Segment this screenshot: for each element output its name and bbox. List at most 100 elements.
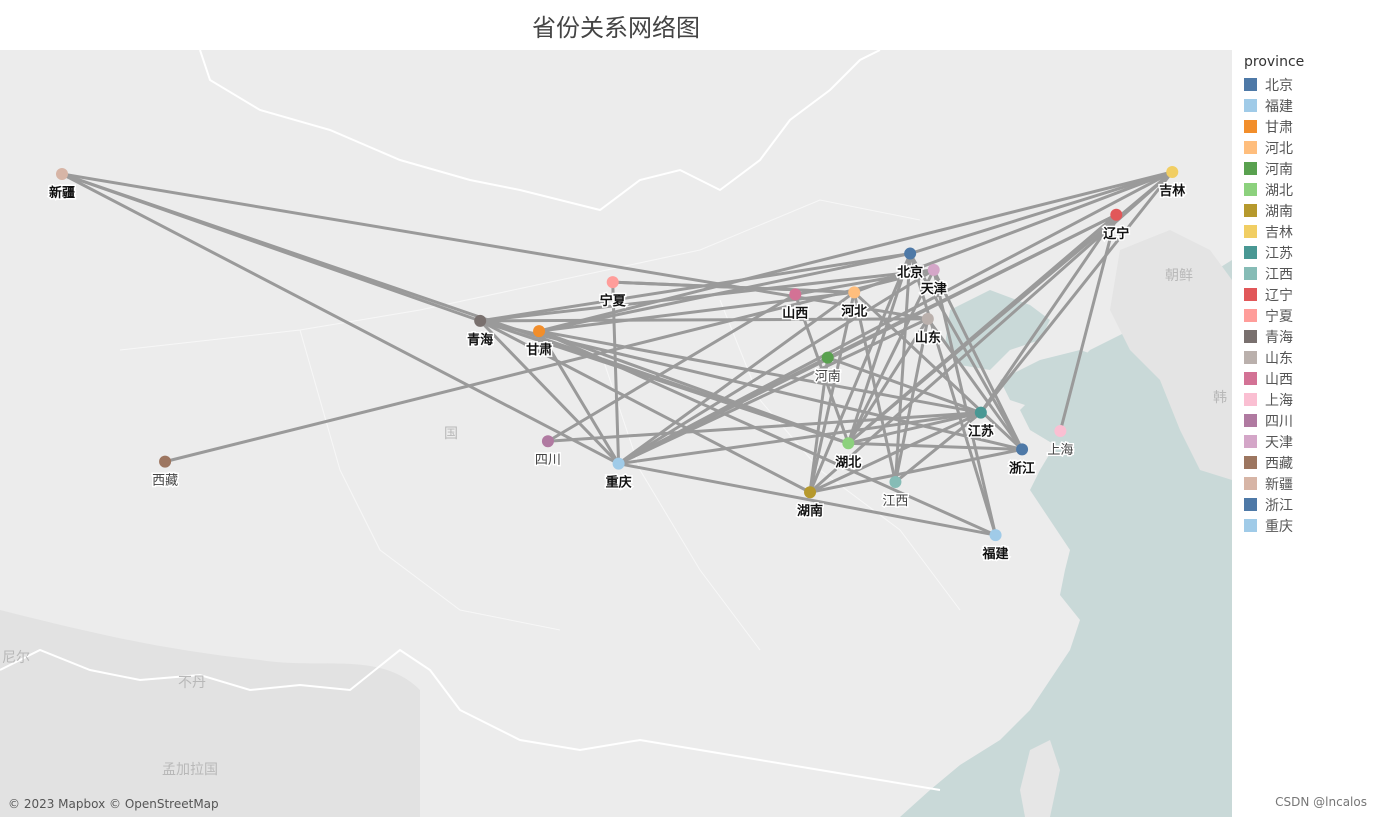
- edge-line[interactable]: [617, 462, 998, 537]
- edge-line[interactable]: [546, 292, 797, 443]
- legend-item[interactable]: 青海: [1244, 326, 1374, 347]
- node-point[interactable]: [804, 486, 817, 499]
- edge-line[interactable]: [908, 252, 1024, 451]
- edge-line[interactable]: [478, 319, 1024, 451]
- legend-item[interactable]: 天津: [1244, 431, 1374, 452]
- edge-line[interactable]: [478, 319, 850, 445]
- legend-item[interactable]: 河北: [1244, 137, 1374, 158]
- edge-line[interactable]: [478, 252, 912, 323]
- edge-line[interactable]: [846, 411, 983, 445]
- legend-swatch: [1244, 267, 1257, 280]
- node-point[interactable]: [541, 435, 554, 448]
- edge-line[interactable]: [846, 213, 1118, 445]
- legend-item[interactable]: 甘肃: [1244, 116, 1374, 137]
- edge-line[interactable]: [908, 252, 998, 537]
- legend-label: 湖南: [1265, 203, 1293, 220]
- node-point[interactable]: [1054, 425, 1067, 438]
- legend-item[interactable]: 西藏: [1244, 452, 1374, 473]
- legend-item[interactable]: 宁夏: [1244, 305, 1374, 326]
- legend-item[interactable]: 河南: [1244, 158, 1374, 179]
- node-point[interactable]: [904, 247, 917, 260]
- node-point[interactable]: [989, 529, 1002, 542]
- node-point[interactable]: [1110, 208, 1123, 221]
- edge-line[interactable]: [846, 441, 1024, 451]
- node-point[interactable]: [159, 455, 172, 468]
- legend-item[interactable]: 新疆: [1244, 473, 1374, 494]
- edge-line[interactable]: [908, 170, 1174, 256]
- edge-line[interactable]: [537, 290, 856, 333]
- edge-line[interactable]: [60, 172, 621, 466]
- edge-line[interactable]: [808, 356, 830, 494]
- network-map[interactable]: 朝鲜 韩 尼尔 不丹 孟加拉国 国 新疆甘肃青海宁夏西藏四川重庆山西河南湖北湖南…: [0, 50, 1232, 817]
- legend-item[interactable]: 湖南: [1244, 200, 1374, 221]
- edge-line[interactable]: [793, 268, 936, 296]
- edge-line[interactable]: [979, 170, 1174, 415]
- node-point[interactable]: [606, 276, 619, 289]
- edge-line[interactable]: [846, 317, 930, 445]
- node-point[interactable]: [974, 406, 987, 419]
- edge-line[interactable]: [478, 319, 812, 494]
- map-canvas[interactable]: 朝鲜 韩 尼尔 不丹 孟加拉国 国 新疆甘肃青海宁夏西藏四川重庆山西河南湖北湖南…: [0, 50, 1232, 817]
- edge-line[interactable]: [537, 170, 1174, 333]
- edge-line[interactable]: [478, 268, 936, 323]
- legend-item[interactable]: 福建: [1244, 95, 1374, 116]
- edge-line[interactable]: [478, 319, 621, 466]
- edge-line[interactable]: [932, 268, 998, 537]
- legend-swatch: [1244, 393, 1257, 406]
- basemap-label-korea: 韩: [1213, 390, 1227, 406]
- edge-line[interactable]: [846, 268, 936, 445]
- edge-line[interactable]: [932, 268, 1024, 451]
- edge-line[interactable]: [611, 280, 621, 466]
- node-point[interactable]: [56, 168, 68, 180]
- legend-item[interactable]: 四川: [1244, 410, 1374, 431]
- edge-line[interactable]: [808, 290, 856, 494]
- edge-line[interactable]: [617, 356, 830, 466]
- edge-line[interactable]: [617, 268, 936, 466]
- edge-line[interactable]: [893, 317, 930, 484]
- node-point[interactable]: [1016, 443, 1029, 456]
- edge-line[interactable]: [537, 329, 983, 415]
- legend-item[interactable]: 山西: [1244, 368, 1374, 389]
- edge-line[interactable]: [808, 411, 983, 494]
- legend-item[interactable]: 上海: [1244, 389, 1374, 410]
- edge-line[interactable]: [1058, 213, 1118, 433]
- node-point[interactable]: [889, 476, 902, 489]
- node-point[interactable]: [474, 314, 487, 327]
- edge-line[interactable]: [617, 317, 930, 466]
- edge-line[interactable]: [60, 172, 930, 321]
- node-point[interactable]: [789, 288, 802, 301]
- legend-item[interactable]: 北京: [1244, 74, 1374, 95]
- edge-line[interactable]: [979, 213, 1118, 415]
- edge-line[interactable]: [163, 268, 936, 464]
- legend-item[interactable]: 湖北: [1244, 179, 1374, 200]
- legend-item[interactable]: 山东: [1244, 347, 1374, 368]
- legend-item[interactable]: 辽宁: [1244, 284, 1374, 305]
- node-point[interactable]: [1166, 165, 1179, 178]
- edge-line[interactable]: [537, 329, 621, 466]
- node-point[interactable]: [927, 263, 940, 276]
- node-point[interactable]: [848, 286, 861, 299]
- map-attribution[interactable]: © 2023 Mapbox © OpenStreetMap: [8, 797, 219, 811]
- edge-line[interactable]: [617, 411, 983, 466]
- edge-line[interactable]: [893, 411, 983, 484]
- legend-swatch: [1244, 288, 1257, 301]
- node-point[interactable]: [921, 312, 934, 325]
- legend-label: 山西: [1265, 371, 1293, 388]
- node-label: 四川: [535, 453, 561, 468]
- node-point[interactable]: [533, 325, 546, 338]
- node-point[interactable]: [612, 457, 625, 470]
- legend-item[interactable]: 浙江: [1244, 494, 1374, 515]
- nodes-layer: 新疆甘肃青海宁夏西藏四川重庆山西河南湖北湖南江西福建浙江江苏上海山东河北北京天津…: [47, 165, 1187, 564]
- edge-line[interactable]: [808, 447, 1024, 494]
- legend-swatch: [1244, 330, 1257, 343]
- legend-item[interactable]: 吉林: [1244, 221, 1374, 242]
- node-label: 重庆: [606, 475, 632, 491]
- node-point[interactable]: [842, 437, 855, 450]
- legend-item[interactable]: 重庆: [1244, 515, 1374, 536]
- legend-item[interactable]: 江西: [1244, 263, 1374, 284]
- node-point[interactable]: [821, 351, 834, 364]
- legend-item[interactable]: 江苏: [1244, 242, 1374, 263]
- edge-line[interactable]: [478, 317, 930, 323]
- edge-line[interactable]: [926, 317, 1024, 451]
- edge-line[interactable]: [826, 356, 983, 415]
